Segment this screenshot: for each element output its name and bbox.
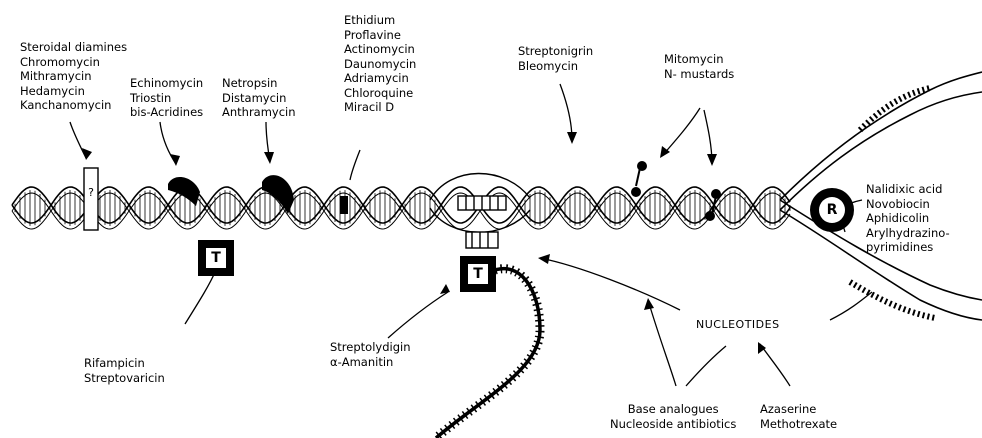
label-line: Mitomycin: [664, 52, 734, 67]
label-line: Steroidal diamines: [20, 40, 127, 55]
label-line: Nalidixic acid: [866, 182, 950, 197]
label-line: N- mustards: [664, 67, 734, 82]
echinomycin-blob: [168, 177, 200, 206]
marker-r: R: [819, 200, 845, 220]
marker-t2: T: [468, 264, 488, 284]
label-line: Chloroquine: [344, 86, 416, 101]
label-line: Triostin: [130, 91, 203, 106]
helix-strand-b: [12, 187, 790, 223]
label-line: Streptolydigin: [330, 340, 410, 355]
label-line: Bleomycin: [518, 59, 593, 74]
label-line: Hedamycin: [20, 84, 127, 99]
label-line: Streptovaricin: [84, 371, 165, 386]
label-line: Methotrexate: [760, 417, 837, 432]
label-line: Rifampicin: [84, 356, 165, 371]
label-line: Base analogues: [610, 402, 736, 417]
label-line: Anthramycin: [222, 105, 296, 120]
label-line: Azaserine: [760, 402, 837, 417]
rna-transcript-beads: [436, 269, 540, 438]
label-line: Streptonigrin: [518, 44, 593, 59]
marker-t1: T: [206, 248, 226, 268]
label-line: Arylhydrazino-: [866, 226, 950, 241]
mitomycin-crosslink-1: [632, 162, 646, 196]
label-line: Chromomycin: [20, 55, 127, 70]
label-line: α-Amanitin: [330, 355, 410, 370]
label-line: Echinomycin: [130, 76, 203, 91]
label-line: Ethidium: [344, 13, 416, 28]
label-line: Netropsin: [222, 76, 296, 91]
label-line: Distamycin: [222, 91, 296, 106]
label-line: Adriamycin: [344, 71, 416, 86]
netropsin-blob: [262, 175, 294, 214]
label-line: Kanchanomycin: [20, 98, 127, 113]
label-line: bis-Acridines: [130, 105, 203, 120]
label-line: Miracil D: [344, 100, 416, 115]
question-mark: ?: [86, 186, 96, 201]
label-line: Actinomycin: [344, 42, 416, 57]
label-line: Novobiocin: [866, 197, 950, 212]
helix-strand-b-inner: [12, 193, 790, 229]
label-line: Daunomycin: [344, 57, 416, 72]
dna-helix: [12, 187, 790, 229]
label-line: Proflavine: [344, 28, 416, 43]
label-line: Nucleoside antibiotics: [610, 417, 736, 432]
intercalator-bar: [340, 196, 348, 214]
label-line: pyrimidines: [866, 240, 950, 255]
label-line: Aphidicolin: [866, 211, 950, 226]
label-nucleotides: NUCLEOTIDES: [696, 318, 780, 333]
rna-transcript: [436, 269, 540, 438]
label-line: Mithramycin: [20, 69, 127, 84]
